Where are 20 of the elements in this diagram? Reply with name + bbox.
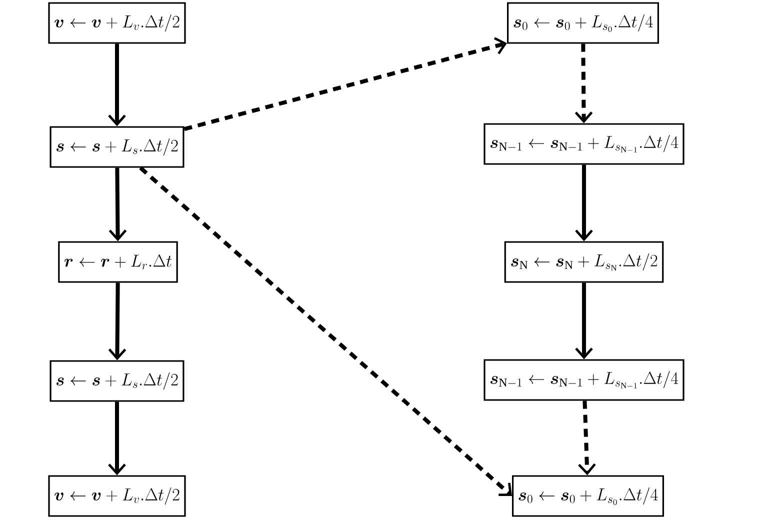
formula-box: $\boldsymbol{s} \leftarrow \boldsymbol{s} + L_{s}.\Delta t/2$ — [50, 126, 184, 168]
formula-box: $\boldsymbol{s} \leftarrow \boldsymbol{s} + L_{s}.\Delta t/2$ — [50, 360, 184, 402]
formula-box: $\boldsymbol{s}_{\mathrm{N}-1} \leftarrow \boldsymbol{s}_{\mathrm{N}-1} + L_{s_{\mathrm{N}-1}}.\Delta t/4$ — [484, 123, 684, 165]
formula-box: $\boldsymbol{v} \leftarrow \boldsymbol{v} + L_{v}.\Delta t/2$ — [48, 2, 186, 44]
formula-box: $\boldsymbol{s}_{\mathrm{N}-1} \leftarrow \boldsymbol{s}_{\mathrm{N}-1} + L_{s_{\mathrm{N}-1}}.\Delta t/4$ — [484, 359, 684, 401]
arrow — [184, 37, 507, 132]
arrow — [574, 44, 593, 124]
arrow — [575, 164, 593, 242]
arrow — [108, 402, 126, 476]
formula-box: $\boldsymbol{s}_{0} \leftarrow \boldsymbol{s}_{0} + L_{s_{0}}.\Delta t/4$ — [507, 2, 659, 44]
arrow — [575, 282, 593, 360]
arrow — [108, 44, 126, 126]
formula-box: $\boldsymbol{v} \leftarrow \boldsymbol{v} + L_{v}.\Delta t/2$ — [48, 475, 186, 517]
formula-box: $\boldsymbol{r} \leftarrow \boldsymbol{r} + L_{r}.\Delta t$ — [58, 241, 178, 283]
arrow — [139, 166, 512, 496]
formula-box: $\boldsymbol{s}_{\mathrm{N}} \leftarrow \boldsymbol{s}_{\mathrm{N}} + L_{s_{\mathrm{N}}}.\Delta t/2$ — [504, 241, 664, 283]
formula-box: $\boldsymbol{s}_{0} \leftarrow \boldsymbol{s}_{0} + L_{s_{0}}.\Delta t/4$ — [512, 475, 664, 517]
arrow — [108, 168, 127, 242]
arrow — [108, 282, 126, 360]
arrow — [578, 400, 596, 476]
